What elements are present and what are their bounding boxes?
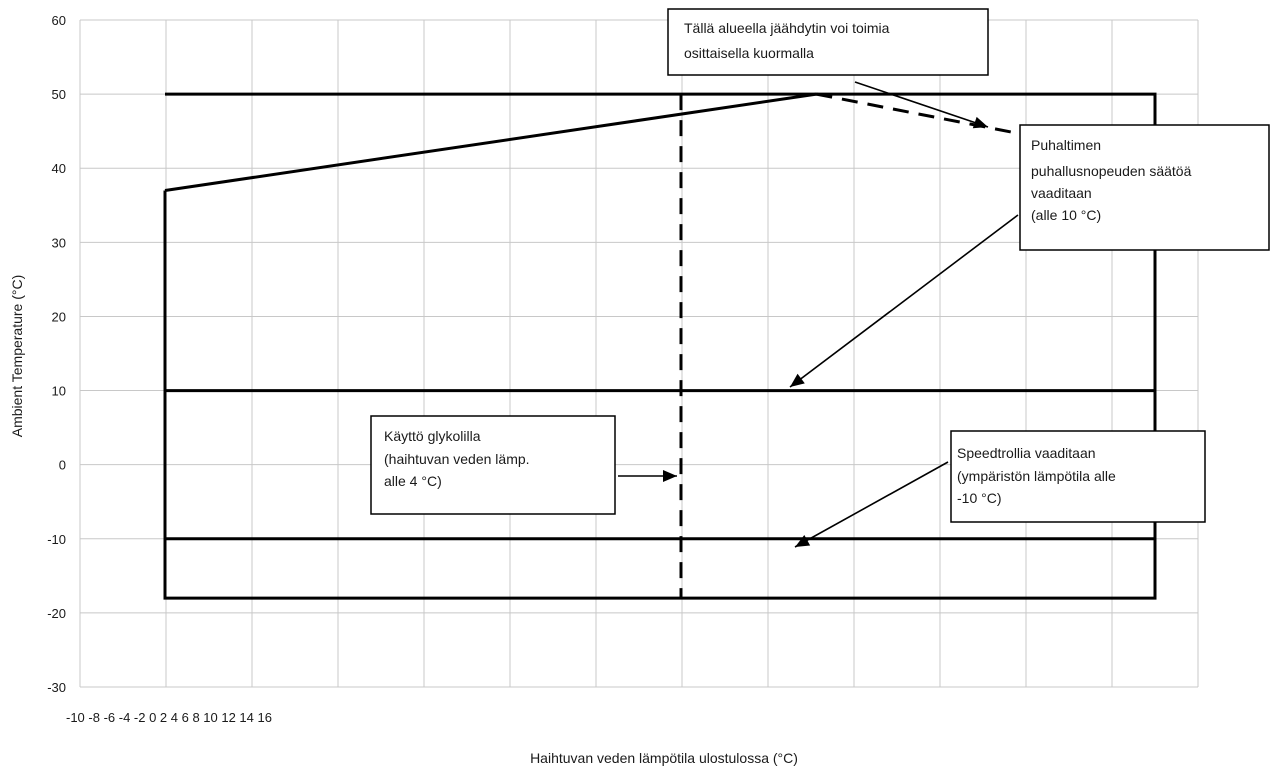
y-tick-label: 30 <box>52 235 66 250</box>
y-axis-label: Ambient Temperature (°C) <box>9 275 25 438</box>
annotation-arrowhead <box>663 470 677 482</box>
annotation-4: Speedtrollia vaaditaan (ympäristön lämpöt… <box>794 430 1206 548</box>
annotation-text-line: osittaisella kuormalla <box>684 45 814 61</box>
y-tick-label: -20 <box>47 606 66 621</box>
y-tick-label: 10 <box>52 384 66 399</box>
annotation-text-line: alle 4 °C) <box>384 473 442 489</box>
series-line-1 <box>163 92 1157 600</box>
annotation-box <box>1019 124 1270 251</box>
series-line-2 <box>164 92 817 192</box>
annotation-text-line: (alle 10 °C) <box>1031 207 1101 223</box>
annotation-text-line: Tällä alueella jäähdytin voi toimia <box>684 20 890 36</box>
annotation-text-line: (haihtuvan veden lämp. <box>384 451 530 467</box>
y-tick-label: 40 <box>52 161 66 176</box>
annotation-arrowhead <box>790 373 805 387</box>
y-tick-label: 50 <box>52 87 66 102</box>
x-axis-label: Haihtuvan veden lämpötila ulostulossa (°… <box>530 750 798 766</box>
annotations-layer: Tällä alueella jäähdytin voi toimia ositt… <box>370 8 1270 548</box>
annotation-text-line: vaaditaan <box>1031 185 1092 201</box>
annotation-box <box>950 430 1206 523</box>
annotation-text-line: Speedtrollia vaaditaan <box>957 445 1096 461</box>
annotation-arrow-line <box>789 214 1019 388</box>
y-axis-ticks: 60 50 40 30 20 10 0 -10 -20 -30 <box>47 13 66 695</box>
annotation-text-line: -10 °C) <box>957 490 1002 506</box>
annotation-1: Tällä alueella jäähdytin voi toimia ositt… <box>667 8 989 129</box>
annotation-box <box>667 8 989 76</box>
y-tick-label: 20 <box>52 309 66 324</box>
x-tick-labels: -10 -8 -6 -4 -2 0 2 4 6 8 10 12 14 16 <box>66 710 272 725</box>
y-tick-label: 60 <box>52 13 66 28</box>
annotation-arrow-line <box>854 81 989 128</box>
y-tick-label: -10 <box>47 532 66 547</box>
y-tick-label: 0 <box>59 458 66 473</box>
annotation-2: Puhaltimen puhallusnopeuden säätöä vaadita… <box>789 124 1270 388</box>
annotation-arrow-line <box>794 461 949 548</box>
annotation-arrowhead <box>972 116 988 129</box>
series-layer <box>163 92 1157 600</box>
y-tick-label: -30 <box>47 680 66 695</box>
annotation-3: Käyttö glykolilla (haihtuvan veden lämp. a… <box>370 415 677 515</box>
annotation-box <box>370 415 616 515</box>
annotation-arrowhead <box>795 534 811 547</box>
annotation-text-line: Käyttö glykolilla <box>384 428 481 444</box>
annotation-text-line: (ympäristön lämpötila alle <box>957 468 1116 484</box>
annotation-text-line: Puhaltimen <box>1031 137 1101 153</box>
annotation-text-line: puhallusnopeuden säätöä <box>1031 163 1192 179</box>
